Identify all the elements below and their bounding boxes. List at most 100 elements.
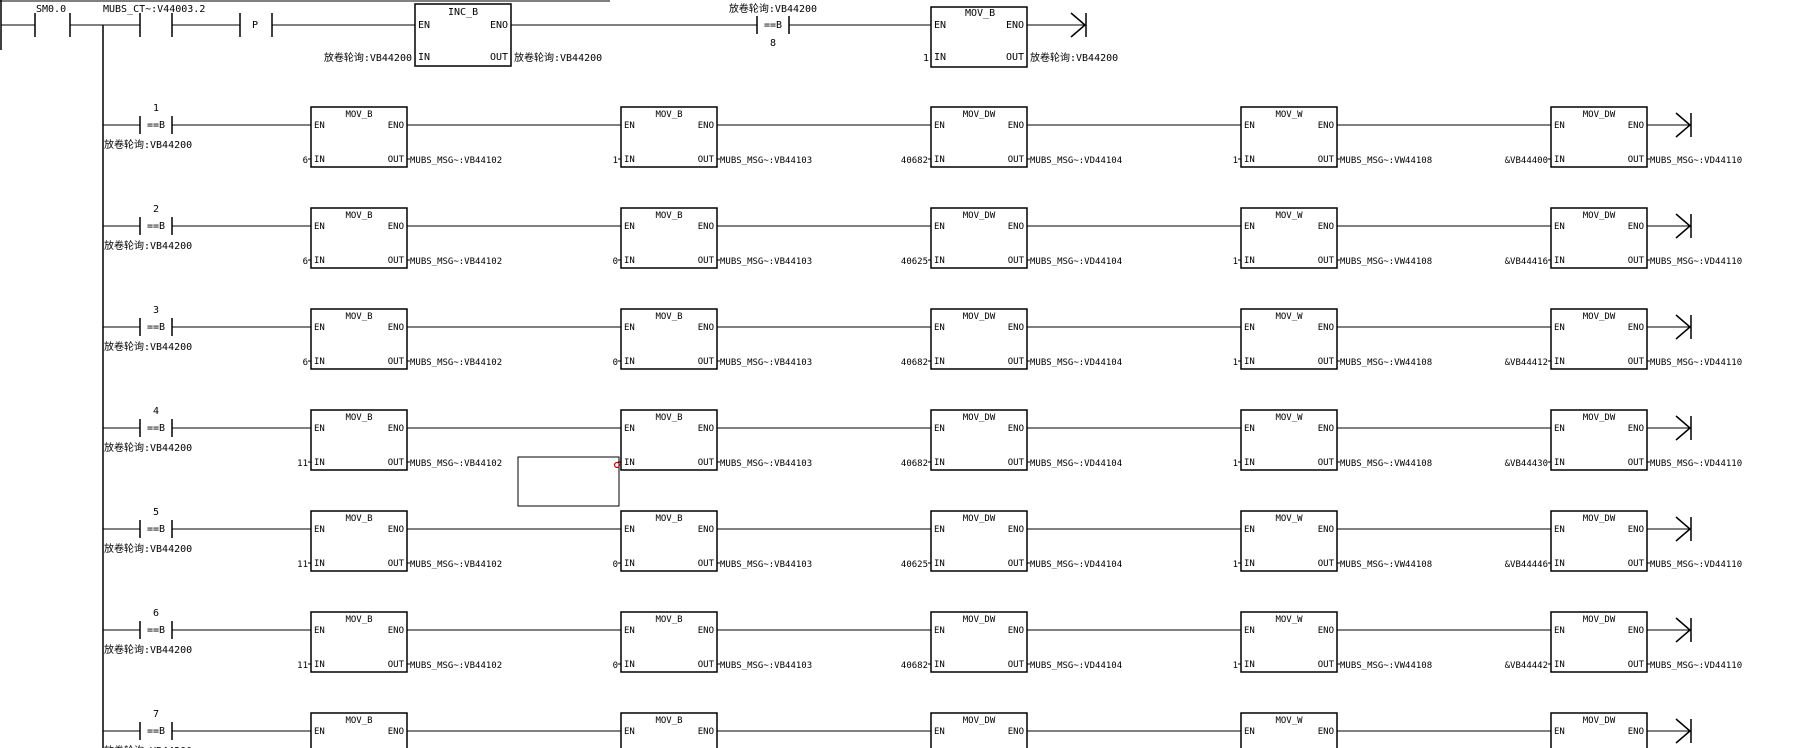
rung-1-end-arrow <box>1675 112 1692 138</box>
rung-6-box-2-out-value: MUBS_MSG~:VD44104 <box>1030 661 1122 671</box>
rung-4-box-4-title: MOV_DW <box>1583 413 1616 423</box>
rung-1-box-1-out: OUT <box>698 155 715 165</box>
rung-6-box-2-out: OUT <box>1008 660 1025 670</box>
rung-4-box-2-en: EN <box>934 424 945 434</box>
rung-3-box-0-title: MOV_B <box>345 312 372 322</box>
compare-top-label: 放卷轮询:VB44200 <box>729 2 817 15</box>
rung-1-box-3-out: OUT <box>1318 155 1335 165</box>
rung-1-box-4 <box>1550 106 1648 168</box>
rung-6-box-1-out: OUT <box>698 660 715 670</box>
rung-2-box-0-out-value: MUBS_MSG~:VB44102 <box>410 257 502 267</box>
rung-6-box-1-en: EN <box>624 626 635 636</box>
rung-5-box-4-en: EN <box>1554 525 1565 535</box>
rung-3-box-2-title: MOV_DW <box>963 312 996 322</box>
rung-3-compare-value: 3 <box>153 305 159 316</box>
rung-5-box-3-title: MOV_W <box>1275 514 1303 524</box>
selection-handle[interactable] <box>613 461 621 469</box>
rung-6-box-2 <box>930 611 1028 673</box>
rung-2-box-4-out: OUT <box>1628 256 1645 266</box>
rung-7: 7==B放卷轮询:VB44200MOV_BENENOMOV_BENENOMOV_… <box>103 709 1692 748</box>
rung-6-box-3-in: IN <box>1244 660 1255 670</box>
end-arrow-net1 <box>1070 12 1087 38</box>
rung-1-compare-label: 放卷轮询:VB44200 <box>104 138 192 151</box>
rung-1-box-1 <box>620 106 718 168</box>
rung-7-box-1-title: MOV_B <box>655 716 682 726</box>
rung-4-box-0 <box>310 409 408 471</box>
rung-6-box-4-in: IN <box>1554 660 1565 670</box>
rung-6-box-2-en: EN <box>934 626 945 636</box>
rung-7-compare-label: 放卷轮询:VB44200 <box>104 744 192 748</box>
rung-7-box-3-eno: ENO <box>1318 727 1334 737</box>
rung-1-box-3-in-value: 1 <box>1233 156 1238 166</box>
rung-4-box-2-out-value: MUBS_MSG~:VD44104 <box>1030 459 1122 469</box>
rung-4-box-3-out-value: MUBS_MSG~:VW44108 <box>1340 459 1432 469</box>
rung-3-box-4 <box>1550 308 1648 370</box>
mov-b-net1-title: MOV_B <box>965 8 995 19</box>
rung-6-box-0-in: IN <box>314 660 325 670</box>
rung-3-box-3-in: IN <box>1244 357 1255 367</box>
rung-2-box-0-eno: ENO <box>388 222 404 232</box>
rung-2-box-1-en: EN <box>624 222 635 232</box>
rung-3-box-0-en: EN <box>314 323 325 333</box>
rung-3-box-1-en: EN <box>624 323 635 333</box>
rung-7-box-0 <box>310 712 408 748</box>
rung-7-box-4-en: EN <box>1554 727 1565 737</box>
rung-1-box-0-in-value: 6 <box>303 156 308 166</box>
inc-b-eno-pin: ENO <box>490 20 508 31</box>
rung-3-box-2 <box>930 308 1028 370</box>
rung-3-box-2-in-value: 40682 <box>901 358 928 368</box>
rung-6-box-3-in-value: 1 <box>1233 661 1238 671</box>
rung-4-box-0-en: EN <box>314 424 325 434</box>
rung-1-box-0-out-value: MUBS_MSG~:VB44102 <box>410 156 502 166</box>
rung-5-box-1-eno: ENO <box>698 525 714 535</box>
rung-2-end-arrow <box>1675 213 1692 239</box>
rung-6-box-1-out-value: MUBS_MSG~:VB44103 <box>720 661 812 671</box>
rung-3-box-1-in-value: 0 <box>613 358 618 368</box>
inc-b-out-pin: OUT <box>490 52 508 63</box>
rung-1-box-2-eno: ENO <box>1008 121 1024 131</box>
rung-2-box-0-out: OUT <box>388 256 405 266</box>
rung-4-box-0-eno: ENO <box>388 424 404 434</box>
rung-2-box-2 <box>930 207 1028 269</box>
rung-6-box-2-in-value: 40682 <box>901 661 928 671</box>
rung-2-box-2-eno: ENO <box>1008 222 1024 232</box>
rung-2-box-3-title: MOV_W <box>1275 211 1303 221</box>
rung-5-box-4-in: IN <box>1554 559 1565 569</box>
rung-4-compare-op: ==B <box>147 423 165 434</box>
rung-1-box-4-out-value: MUBS_MSG~:VD44110 <box>1650 156 1742 166</box>
rung-5-box-1-en: EN <box>624 525 635 535</box>
rung-3-box-2-out-value: MUBS_MSG~:VD44104 <box>1030 358 1122 368</box>
compare-op: ==B <box>764 20 782 31</box>
rung-3-box-1 <box>620 308 718 370</box>
rung-2-box-0-en: EN <box>314 222 325 232</box>
rung-3-box-1-out: OUT <box>698 357 715 367</box>
rung-6-box-4-title: MOV_DW <box>1583 615 1616 625</box>
rung-2-box-0 <box>310 207 408 269</box>
rung-5-box-2-in-value: 40625 <box>901 560 928 570</box>
selection-rect[interactable] <box>517 456 620 507</box>
mov-b-net1-in-value: 1 <box>923 53 929 64</box>
contact-sm00-label: SM0.0 <box>36 4 66 15</box>
rung-5-box-1-out: OUT <box>698 559 715 569</box>
rung-6-box-1-in-value: 0 <box>613 661 618 671</box>
rung-5-box-4-in-value: &VB44446 <box>1505 560 1548 570</box>
rung-4-box-2-in-value: 40682 <box>901 459 928 469</box>
rung-5-box-4-out: OUT <box>1628 559 1645 569</box>
rung-5-box-4-out-value: MUBS_MSG~:VD44110 <box>1650 560 1742 570</box>
rung-7-end-arrow <box>1675 718 1692 744</box>
rung-2-box-1-title: MOV_B <box>655 211 682 221</box>
rung-3-box-4-eno: ENO <box>1628 323 1644 333</box>
rung-1-box-3-in: IN <box>1244 155 1255 165</box>
rung-4-box-3-eno: ENO <box>1318 424 1334 434</box>
rung-3-box-4-in-value: &VB44412 <box>1505 358 1548 368</box>
rung-1-box-1-eno: ENO <box>698 121 714 131</box>
rung-2-compare-label: 放卷轮询:VB44200 <box>104 239 192 252</box>
rung-2-box-3-in: IN <box>1244 256 1255 266</box>
rung-6-box-4 <box>1550 611 1648 673</box>
inc-b-out-value: 放卷轮询:VB44200 <box>514 51 602 64</box>
rung-2-box-4-out-value: MUBS_MSG~:VD44110 <box>1650 257 1742 267</box>
rung-3-box-2-in: IN <box>934 357 945 367</box>
